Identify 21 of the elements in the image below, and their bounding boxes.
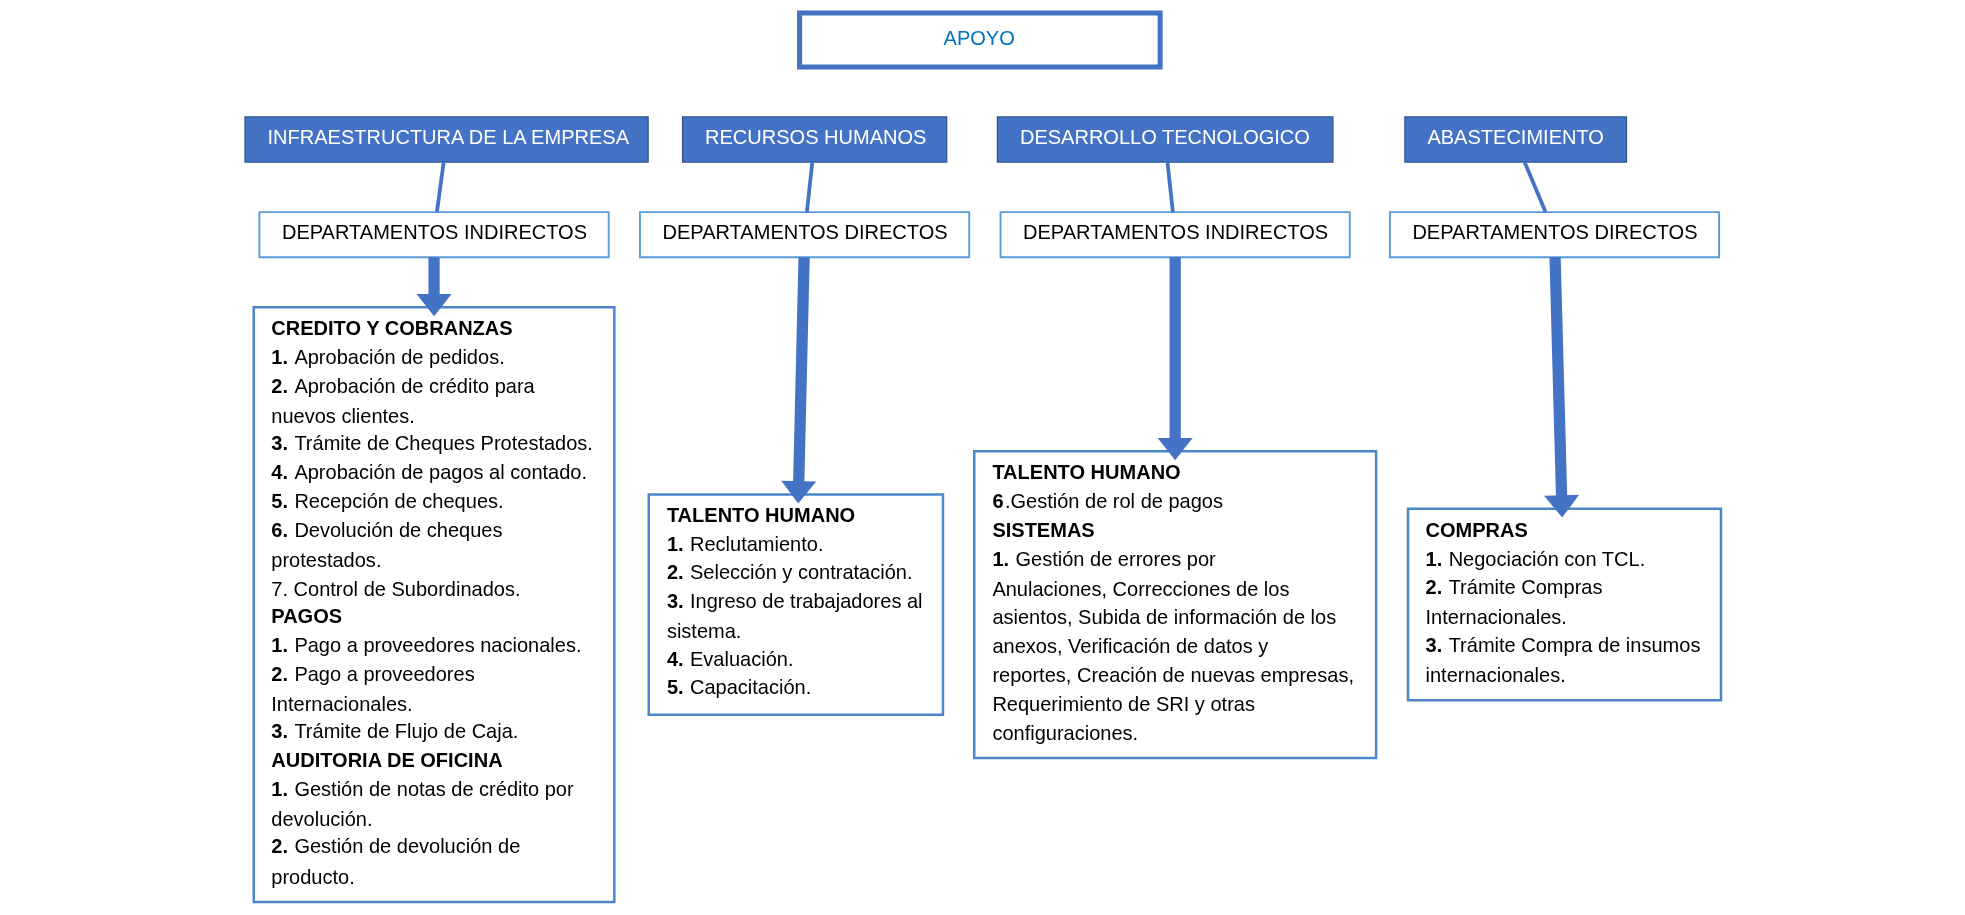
node-box: APOYO [796, 10, 1163, 70]
node-box: TALENTO HUMANO 6.Gestión de rol de pagos SISTEMAS 1. Gestión de errores por Anulaciones, Correcciones de los asientos, Subida de información de los anexos, Verificación de datos y reportes, Creación de nuevas empresas, Requerimiento de SRI y otras configuraciones. [972, 450, 1377, 760]
arrow [1157, 257, 1193, 461]
node-box: DEPARTAMENTOS INDIRECTOS [257, 211, 610, 259]
connector [1522, 161, 1547, 213]
node-box: INFRAESTRUCTURA DE LA EMPRESA [243, 116, 649, 163]
node-box: DEPARTAMENTOS DIRECTOS [1388, 211, 1720, 259]
connector [1165, 162, 1175, 213]
arrow [780, 257, 816, 504]
node-box: DEPARTAMENTOS INDIRECTOS [999, 211, 1351, 259]
connector [434, 162, 446, 213]
node-box: ABASTECIMIENTO [1403, 116, 1627, 163]
node-box: RECURSOS HUMANOS [681, 116, 947, 163]
node-box: DEPARTAMENTOS DIRECTOS [638, 211, 970, 259]
node-box: DESARROLLO TECNOLOGICO [996, 116, 1334, 163]
node-box: COMPRAS 1. Negociación con TCL. 2. Trámite Compras Internacionales. 3. Trámite Compra de insumos internacionales. [1406, 507, 1722, 702]
node-box: CREDITO Y COBRANZAS 1. Aprobación de pedidos. 2. Aprobación de crédito para nuevos clientes. 3. Trámite de Cheques Protestados. 4. Aprobación de pagos al contado. 5. Recepción de cheques. 6. Devolución de cheques protestados. 7. Control de Subordinados. PAGOS 1. Pago a proveedores nacionales. 2. Pago a proveedores Internacionales. 3. Trámite de Flujo de Caja. AUDITORIA DE OFICINA 1. Gestión de notas de crédito por devolución. 2. Gestión de devolución de producto. [252, 306, 616, 904]
connector [804, 162, 814, 213]
node-box: TALENTO HUMANO 1. Reclutamiento. 2. Selección y contratación. 3. Ingreso de trabajadores al sistema. 4. Evaluación. 5. Capacitación. [647, 493, 944, 716]
arrow [416, 257, 452, 317]
arrow [1543, 257, 1579, 518]
